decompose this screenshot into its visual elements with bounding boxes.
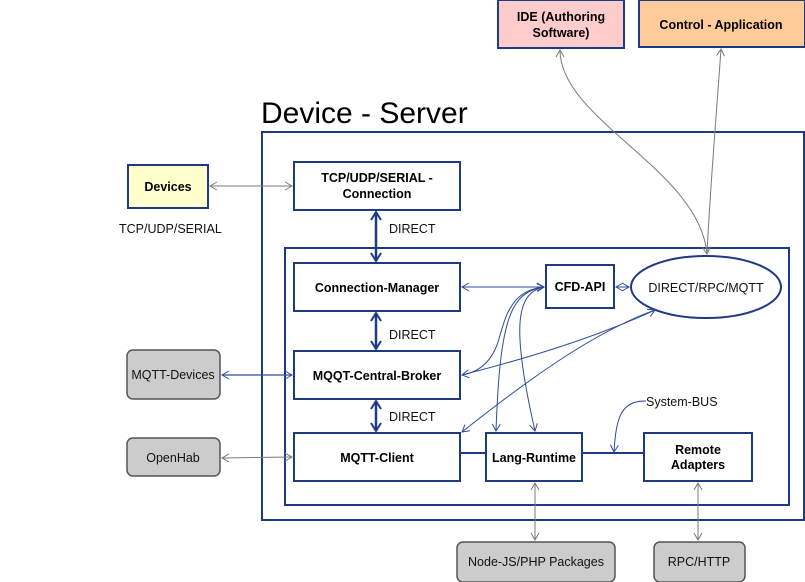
link-ide-direct-rpc-mqtt [555,48,711,256]
openhab-label: OpenHab [146,451,200,465]
ide-label-line-2: Software) [533,26,590,40]
mqtt-devices-node[interactable]: MQTT-Devices [126,349,221,400]
rpc-http-label: RPC/HTTP [668,555,731,569]
remote-adapters-label-line-1: Remote [675,443,721,457]
mqtt-devices-label: MQTT-Devices [131,368,214,382]
direct-label-3: DIRECT [389,410,436,424]
link-cfd-broker [461,283,546,379]
node-php-packages-label: Node-JS/PHP Packages [468,555,604,569]
link-control-direct-rpc-mqtt [706,47,725,255]
tcp-connection-label-line-2: Connection [343,187,412,201]
connection-manager-label: Connection-Manager [315,281,439,295]
ide-node[interactable]: IDE (Authoring Software) [497,0,625,49]
lang-runtime-label: Lang-Runtime [492,451,576,465]
mqtt-client-label: MQTT-Client [340,451,414,465]
rpc-http-node[interactable]: RPC/HTTP [653,541,746,582]
tcp-connection-node[interactable]: TCP/UDP/SERIAL - Connection [293,161,461,211]
cfd-api-label: CFD-API [555,280,606,294]
mqtt-central-broker-node[interactable]: MQQT-Central-Broker [293,350,461,400]
ide-label-line-1: IDE (Authoring [517,10,605,24]
control-application-label: Control - Application [659,18,782,32]
lang-runtime-node[interactable]: Lang-Runtime [485,432,583,482]
devices-node[interactable]: Devices [127,164,209,209]
link-ellipse-broker [461,308,656,376]
openhab-node[interactable]: OpenHab [126,437,221,477]
direct-rpc-mqtt-label: DIRECT/RPC/MQTT [648,281,764,295]
tcp-udp-serial-label: TCP/UDP/SERIAL [119,222,222,236]
system-bus-pointer [609,400,647,454]
node-php-packages-node[interactable]: Node-JS/PHP Packages [456,541,616,582]
remote-adapters-label-line-2: Adapters [671,458,725,472]
direct-label-1: DIRECT [389,222,436,236]
devices-label: Devices [144,180,191,194]
mqtt-central-broker-label: MQQT-Central-Broker [313,369,442,383]
diagram-title: Device - Server [261,97,468,130]
remote-adapters-node[interactable]: Remote Adapters [643,432,753,482]
link-openhab-client [220,452,294,463]
tcp-connection-label-line-1: TCP/UDP/SERIAL - [321,171,433,185]
control-application-node[interactable]: Control - Application [638,0,805,48]
link-cfd-runtime-left [491,286,545,433]
system-bus-label: System-BUS [646,395,718,409]
mqtt-client-node[interactable]: MQTT-Client [293,432,461,482]
connection-manager-node[interactable]: Connection-Manager [293,262,461,312]
cfd-api-node[interactable]: CFD-API [545,264,615,309]
link-ellipse-client [461,309,656,433]
direct-label-2: DIRECT [389,328,436,342]
direct-rpc-mqtt-node[interactable]: DIRECT/RPC/MQTT [630,255,782,319]
link-cfd-runtime-right [519,286,545,432]
